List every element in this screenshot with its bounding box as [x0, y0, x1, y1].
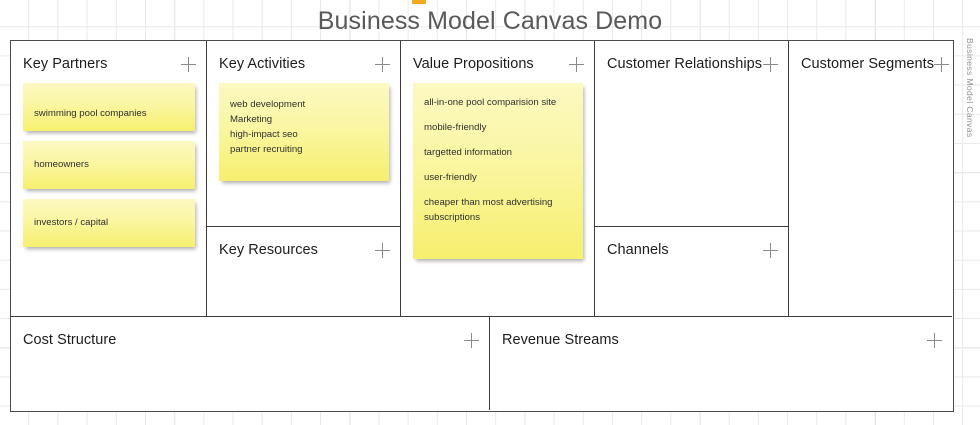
sticky-note-line: homeowners [34, 159, 89, 170]
block-header-channels: Channels [607, 239, 778, 261]
block-title-cost-structure: Cost Structure [23, 332, 117, 348]
sticky-note[interactable]: investors / capital [23, 199, 195, 247]
block-header-key-partners: Key Partners [23, 53, 196, 75]
add-note-cost-structure-icon[interactable] [464, 332, 479, 348]
sticky-note-line: all-in-one pool comparision site [424, 97, 557, 108]
sticky-note[interactable]: swimming pool companies [23, 83, 195, 131]
add-note-key-partners-icon[interactable] [181, 56, 196, 72]
block-title-customer-segments: Customer Segments [801, 56, 935, 72]
notes-key-partners: swimming pool companies homeowners inves… [23, 83, 195, 257]
sticky-note-line: high-impact seo [230, 129, 298, 140]
block-header-key-activities: Key Activities [219, 53, 390, 75]
sticky-note-line: targetted information [424, 147, 512, 158]
side-tab[interactable]: Business Model Canvas [960, 38, 980, 153]
block-header-cost-structure: Cost Structure [23, 329, 479, 351]
block-title-key-resources: Key Resources [219, 242, 318, 258]
sticky-note-line: swimming pool companies [34, 108, 147, 119]
page-title: Business Model Canvas Demo [317, 7, 663, 35]
block-channels[interactable]: Channels [595, 227, 789, 317]
block-header-key-resources: Key Resources [219, 239, 390, 261]
sticky-note-line: Marketing [230, 114, 273, 125]
block-title-key-activities: Key Activities [219, 56, 306, 72]
add-note-channels-icon[interactable] [763, 242, 778, 258]
block-customer-relationships[interactable]: Customer Relationships [595, 41, 789, 227]
block-header-value-propositions: Value Propositions [413, 53, 584, 75]
block-header-revenue-streams: Revenue Streams [502, 329, 942, 351]
block-title-customer-relationships: Customer Relationships [607, 56, 763, 72]
add-note-key-resources-icon[interactable] [375, 242, 390, 258]
block-header-customer-segments: Customer Segments [801, 53, 950, 75]
block-value-propositions[interactable]: Value Propositions all-in-one pool compa… [401, 41, 595, 317]
block-customer-segments[interactable]: Customer Segments [789, 41, 952, 317]
business-model-canvas-grid: Key Partners swimming pool companies hom… [10, 40, 954, 412]
block-title-key-partners: Key Partners [23, 56, 108, 72]
add-note-customer-relationships-icon[interactable] [763, 56, 778, 72]
add-note-customer-segments-icon[interactable] [934, 56, 950, 72]
add-note-value-propositions-icon[interactable] [569, 56, 584, 72]
block-key-resources[interactable]: Key Resources [207, 227, 401, 317]
sticky-note[interactable]: web development Marketing high-impact se… [219, 83, 389, 181]
sticky-note[interactable]: all-in-one pool comparision site mobile-… [413, 83, 583, 259]
block-header-customer-relationships: Customer Relationships [607, 53, 778, 75]
notes-key-activities: web development Marketing high-impact se… [219, 83, 389, 191]
side-tab-label: Business Model Canvas [965, 38, 975, 138]
sticky-note-line: web development [230, 99, 306, 110]
block-title-revenue-streams: Revenue Streams [502, 332, 619, 348]
notes-value-propositions: all-in-one pool comparision site mobile-… [413, 83, 583, 269]
block-key-activities[interactable]: Key Activities web development Marketing… [207, 41, 401, 227]
sticky-note[interactable]: homeowners [23, 141, 195, 189]
block-title-channels: Channels [607, 242, 669, 258]
sticky-note-line: cheaper than most advertising subscripti… [424, 197, 553, 223]
block-title-value-propositions: Value Propositions [413, 56, 534, 72]
block-cost-structure[interactable]: Cost Structure [11, 317, 490, 410]
orange-note-scrap[interactable] [412, 0, 426, 4]
sticky-note-line: mobile-friendly [424, 122, 487, 133]
add-note-revenue-streams-icon[interactable] [927, 332, 942, 348]
sticky-note-line: user-friendly [424, 172, 477, 183]
add-note-key-activities-icon[interactable] [375, 56, 390, 72]
sticky-note-line: investors / capital [34, 217, 109, 228]
block-key-partners[interactable]: Key Partners swimming pool companies hom… [11, 41, 207, 317]
block-revenue-streams[interactable]: Revenue Streams [490, 317, 952, 410]
sticky-note-line: partner recruiting [230, 144, 303, 155]
